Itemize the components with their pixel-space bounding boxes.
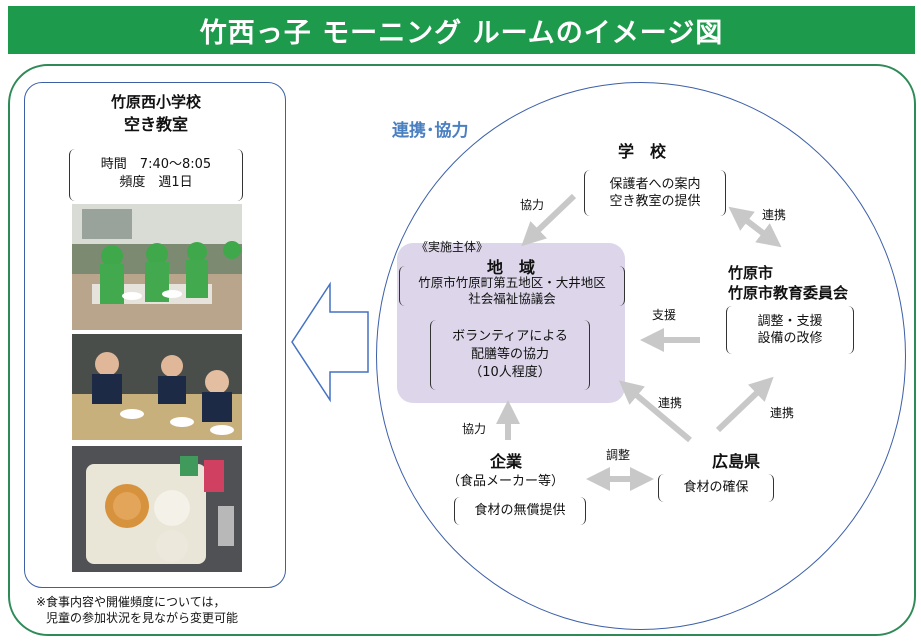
- title-bar: 竹西っ子 モーニング ルームのイメージ図: [8, 6, 915, 54]
- school-role-2: 空き教室の提供: [609, 194, 701, 209]
- company-role-bracket: 食材の無償提供: [454, 497, 586, 525]
- page-title: 竹西っ子 モーニング ルームのイメージ図: [199, 17, 724, 49]
- big-left-arrow: [291, 281, 369, 403]
- region-role-2: 配膳等の協力: [470, 347, 549, 362]
- photo-children: [72, 334, 242, 440]
- city-node-name: 竹原市: [728, 264, 774, 282]
- school-role-1: 保護者への案内: [609, 177, 701, 192]
- photo-volunteers: [72, 204, 242, 330]
- region-org-2: 社会福祉協議会: [468, 291, 556, 306]
- arrow-school-city-b: [728, 206, 774, 243]
- school-name: 竹原西小学校: [110, 93, 201, 111]
- region-role-3: （10人程度）: [469, 365, 551, 380]
- city-role-1: 調整・支援: [757, 314, 823, 329]
- schedule-frequency: 頻度 週1日: [119, 175, 193, 190]
- network-circle: [376, 82, 906, 630]
- arrow-pref-region: [618, 380, 692, 443]
- city-role-2: 設備の改修: [757, 331, 823, 346]
- region-tag: 《実施主体》: [416, 240, 489, 254]
- label-school-region: 協力: [520, 198, 545, 212]
- region-role-bracket: ボランティアによる 配膳等の協力 （10人程度）: [430, 320, 590, 390]
- region-node-name: 地 域: [487, 258, 536, 277]
- prefecture-node-name: 広島県: [712, 452, 761, 471]
- region-org-bracket: 竹原市竹原町第五地区・大井地区 社会福祉協議会: [399, 266, 625, 306]
- label-pref-region: 連携: [658, 396, 683, 410]
- prefecture-role-bracket: 食材の確保: [658, 474, 774, 502]
- photo-children-image: [72, 334, 242, 440]
- company-sub: （食品メーカー等）: [447, 474, 565, 489]
- outer-frame: [8, 64, 916, 636]
- school-role-bracket: 保護者への案内 空き教室の提供: [584, 170, 726, 216]
- schedule-time: 時間 7:40～8:05: [100, 157, 212, 172]
- label-company-region: 協力: [462, 422, 487, 436]
- arrow-school-region: [521, 193, 577, 247]
- region-org-1: 竹原市竹原町第五地区・大井地区: [418, 275, 606, 290]
- region-role-1: ボランティアによる: [452, 329, 568, 344]
- photo-meal-image: [72, 446, 242, 572]
- city-role-bracket: 調整・支援 設備の改修: [726, 306, 854, 354]
- photo-meal: [72, 446, 242, 572]
- label-company-pref: 調整: [606, 448, 631, 462]
- school-node-name: 学 校: [618, 142, 667, 161]
- label-city-region: 支援: [652, 308, 677, 322]
- label-school-city: 連携: [762, 208, 787, 222]
- city-board-name: 竹原市教育委員会: [728, 284, 849, 302]
- prefecture-role: 食材の確保: [683, 480, 749, 495]
- arrow-pref-city: [715, 376, 774, 433]
- schedule-bracket: 時間 7:40～8:05 頻度 週1日: [69, 149, 243, 201]
- cooperation-title: 連携･協力: [392, 121, 469, 141]
- note-line-2: 児童の参加状況を見ながら変更可能: [46, 611, 239, 625]
- note-line-1: ※食事内容や開催頻度については，: [36, 595, 226, 609]
- company-role: 食材の無償提供: [474, 503, 566, 518]
- classroom-label: 空き教室: [123, 115, 188, 134]
- company-node-name: 企業: [490, 452, 523, 471]
- photo-volunteers-image: [72, 204, 242, 330]
- label-pref-city: 連携: [770, 406, 795, 420]
